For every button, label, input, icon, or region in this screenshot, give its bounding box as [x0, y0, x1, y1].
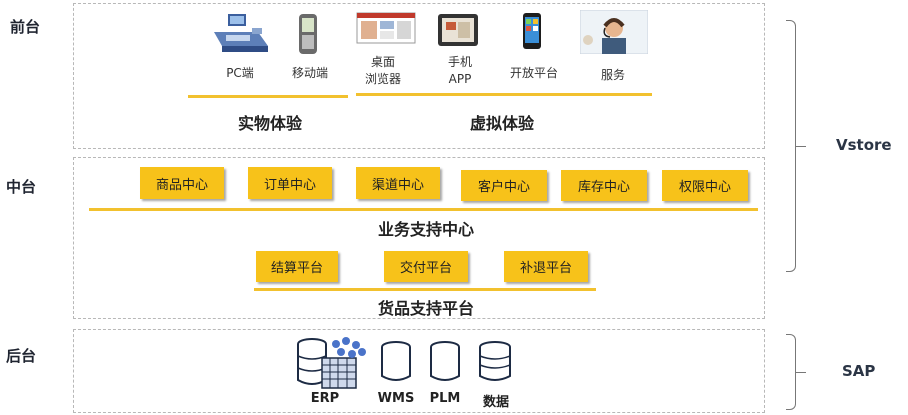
product-center-box: 商品中心	[140, 167, 224, 199]
back-layer-box	[73, 329, 765, 413]
channel-label-pc: PC端	[226, 66, 254, 80]
channel-label-desktop-browser: 桌面 浏览器	[364, 55, 401, 86]
erp-database-icon	[294, 336, 370, 392]
physical-experience-line	[188, 95, 348, 98]
goods-support-title: 货品支持平台	[377, 299, 474, 318]
sap-brace-tick	[796, 372, 806, 373]
settlement-platform-box: 结算平台	[256, 251, 338, 282]
smartphone-icon	[517, 12, 547, 52]
vstore-label: Vstore	[836, 136, 892, 154]
inventory-center-box: 库存中心	[561, 170, 647, 201]
wms-database-icon	[379, 340, 413, 384]
data-label: 数据	[482, 395, 509, 410]
goods-support-line	[254, 288, 596, 291]
channel-label-open-platform: 开放平台	[509, 66, 558, 80]
vstore-brace-tick	[796, 146, 806, 147]
sap-label: SAP	[842, 362, 876, 380]
virtual-experience-line	[356, 93, 652, 96]
middle-layer-box	[73, 157, 765, 319]
permission-center-box: 权限中心	[662, 170, 748, 201]
sap-brace	[786, 334, 796, 410]
desktop-browser-icon	[356, 12, 416, 44]
customer-center-box: 客户中心	[461, 170, 547, 201]
customer-service-icon	[579, 9, 649, 55]
layer-label-back: 后台	[6, 347, 37, 365]
business-support-line	[89, 208, 758, 211]
mobile-device-icon	[293, 12, 323, 56]
virtual-experience-title: 虚拟体验	[469, 114, 534, 133]
layer-label-middle: 中台	[6, 178, 37, 196]
refund-platform-box: 补退平台	[504, 251, 588, 282]
channel-center-box: 渠道中心	[356, 167, 440, 199]
channel-label-mobile: 移动端	[291, 66, 328, 80]
plm-label: PLM	[429, 391, 461, 406]
layer-label-front: 前台	[10, 18, 41, 36]
tablet-icon	[436, 12, 480, 48]
pos-terminal-icon	[208, 12, 272, 56]
data-database-icon	[477, 340, 513, 384]
wms-label: WMS	[377, 391, 415, 406]
physical-experience-title: 实物体验	[237, 114, 302, 133]
delivery-platform-box: 交付平台	[384, 251, 468, 282]
order-center-box: 订单中心	[248, 167, 332, 199]
plm-database-icon	[428, 340, 462, 384]
vstore-brace	[786, 20, 796, 272]
erp-label: ERP	[310, 391, 340, 406]
channel-label-mobile-app: 手机 APP	[447, 55, 472, 86]
channel-label-service: 服务	[600, 68, 625, 82]
front-layer-box	[73, 3, 765, 149]
business-support-title: 业务支持中心	[377, 220, 474, 239]
